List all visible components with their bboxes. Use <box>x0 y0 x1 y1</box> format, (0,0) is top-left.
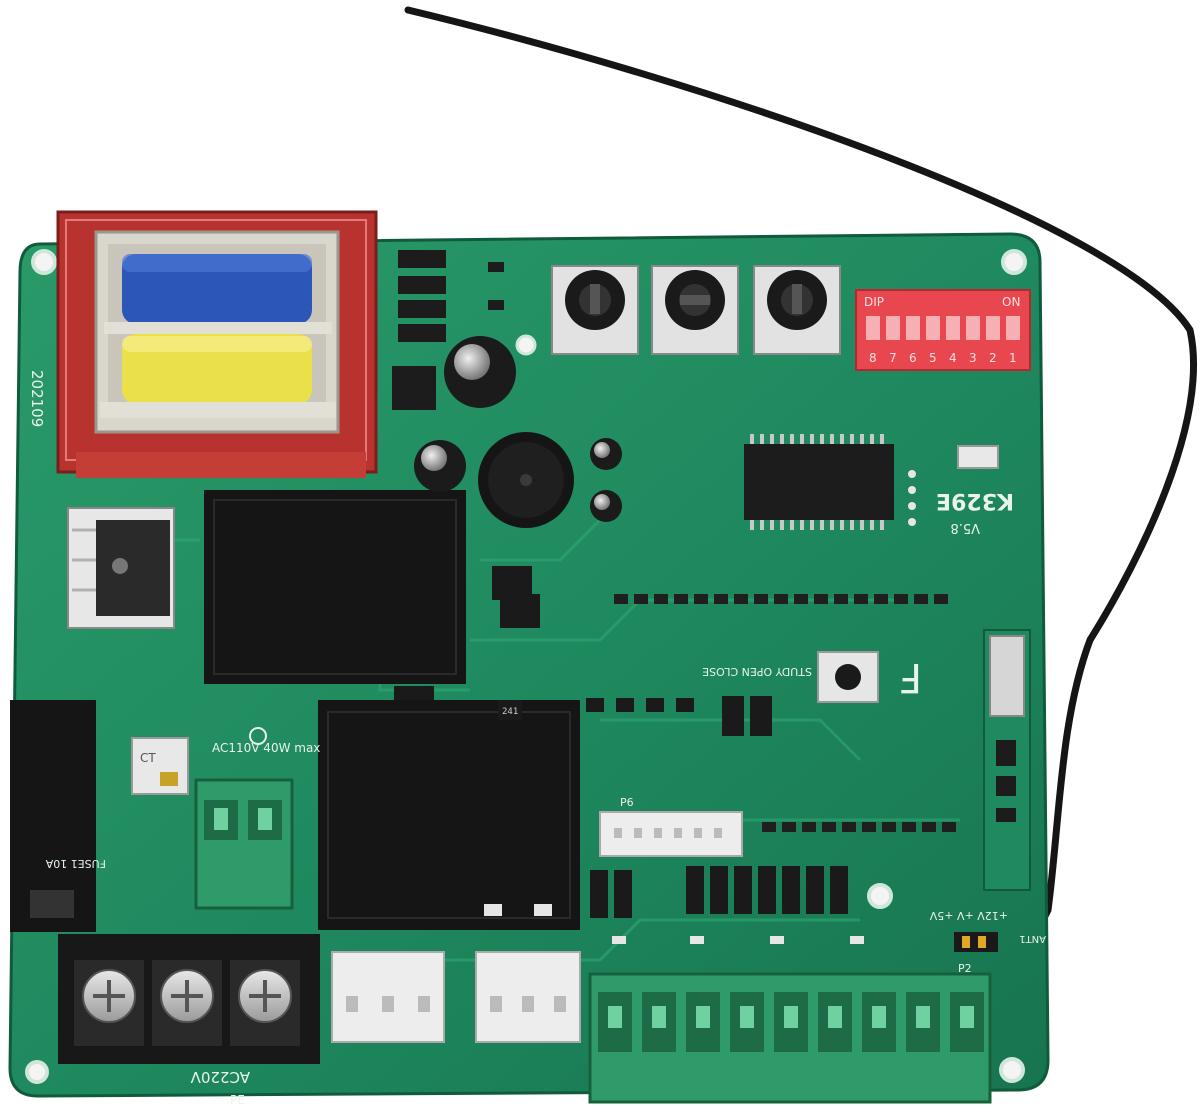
model-label: K329E <box>936 488 1014 513</box>
lamp-terminal-block <box>194 778 294 910</box>
study-open-close-label: STUDY OPEN CLOSE <box>702 665 812 678</box>
learn-button <box>817 651 879 703</box>
f-mark: F <box>899 654 922 700</box>
p6-label: P6 <box>620 796 634 809</box>
relay-bottom <box>318 700 580 930</box>
power-jumper <box>954 932 998 952</box>
smd-components <box>392 250 504 410</box>
pe-label: PE <box>230 1093 245 1107</box>
tactile-switch-sn2 <box>957 445 999 469</box>
led-row <box>484 904 864 944</box>
electrolytic-capacitors <box>414 336 622 522</box>
control-terminal-strip <box>588 972 992 1104</box>
transformer: 202109 <box>28 210 378 478</box>
voltage-labels: +12V +V +5V <box>929 909 1008 922</box>
dip-number: 5 <box>929 351 937 365</box>
dip-on-label: ON <box>1002 295 1020 309</box>
ac-label: AC220V <box>190 1068 250 1086</box>
p2-label: P2 <box>958 962 972 975</box>
transistors <box>586 696 772 736</box>
ct-label: CT <box>140 751 156 765</box>
dip-number: 2 <box>989 351 997 365</box>
power-screw-terminal <box>58 934 320 1064</box>
lamp-label: AC110V 40W max <box>212 741 320 755</box>
dip-number: 1 <box>1009 351 1017 365</box>
fuse-label: FUSE1 10A <box>45 857 106 870</box>
rf-receiver-module <box>983 629 1031 891</box>
dip-number: 7 <box>889 351 897 365</box>
buzzer <box>478 432 574 528</box>
mounting-holes <box>25 249 1027 1084</box>
relay-code: 241 <box>502 707 518 717</box>
diode-array <box>590 866 848 918</box>
main-ic <box>744 434 894 530</box>
date-code: 202109 <box>28 370 46 427</box>
dip-number: 8 <box>869 351 877 365</box>
resistor-array <box>614 594 956 832</box>
version-label: V5.8 <box>950 520 980 535</box>
dip-switch: DIP ON 8 7 6 5 4 3 2 1 <box>855 289 1031 371</box>
current-transformer: CT <box>131 737 189 795</box>
potentiometers <box>551 265 841 355</box>
voltage-regulator <box>67 507 175 629</box>
dip-number: 6 <box>909 351 917 365</box>
ant-label: ANT1 <box>1019 933 1046 944</box>
limit-switch-connector <box>475 951 581 1043</box>
optocouplers <box>394 566 540 700</box>
relay-top <box>204 490 466 684</box>
p6-connector <box>599 811 743 857</box>
dip-label: DIP <box>864 295 884 309</box>
antenna-wire <box>404 6 1197 949</box>
dip-number: 3 <box>969 351 977 365</box>
header-pins <box>908 470 916 526</box>
dip-number: 4 <box>949 351 957 365</box>
motor-connector <box>331 951 445 1043</box>
